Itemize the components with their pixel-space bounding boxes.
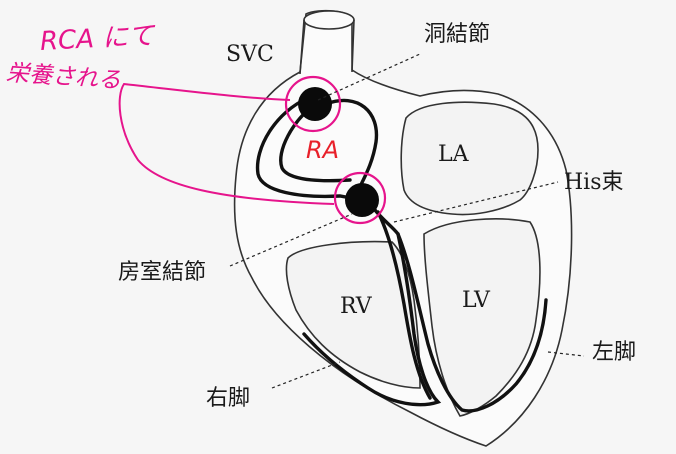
annotation-line1: RCA にて [39,21,155,57]
label-right-bundle: 右脚 [206,386,251,411]
lv-chamber [423,218,541,417]
right-bundle-branch-inner [376,210,432,400]
av-node [345,183,379,217]
label-sa-node: 洞結節 [424,22,491,47]
label-his: His束 [564,170,624,195]
right-bundle-leader [271,361,341,389]
left-bundle-branch [396,232,548,413]
svc-tube-body [299,19,355,75]
rv-chamber [285,240,421,389]
label-la: LA [438,142,469,167]
label-left-bundle: 左脚 [592,340,637,365]
internodal-pathway-outer [255,96,364,202]
svc-tube-top [303,10,355,30]
sa-node-leader [317,53,421,101]
la-chamber [400,101,539,216]
label-lv: LV [462,288,490,313]
annotation-bracket [118,82,335,205]
label-ra: RA [306,136,340,164]
his-leader [393,181,559,223]
sa-node-ring [284,75,342,133]
av-node-ring [333,171,387,225]
av-node-leader [229,213,353,267]
sa-node [298,87,332,121]
left-bundle-leader [547,351,585,357]
label-av-node: 房室結節 [118,260,207,285]
label-svc: SVC [226,42,274,67]
label-rv: RV [340,294,372,319]
internodal-pathway-right [324,98,379,198]
internodal-pathway-inner [279,100,352,183]
right-bundle-branch [302,232,442,407]
